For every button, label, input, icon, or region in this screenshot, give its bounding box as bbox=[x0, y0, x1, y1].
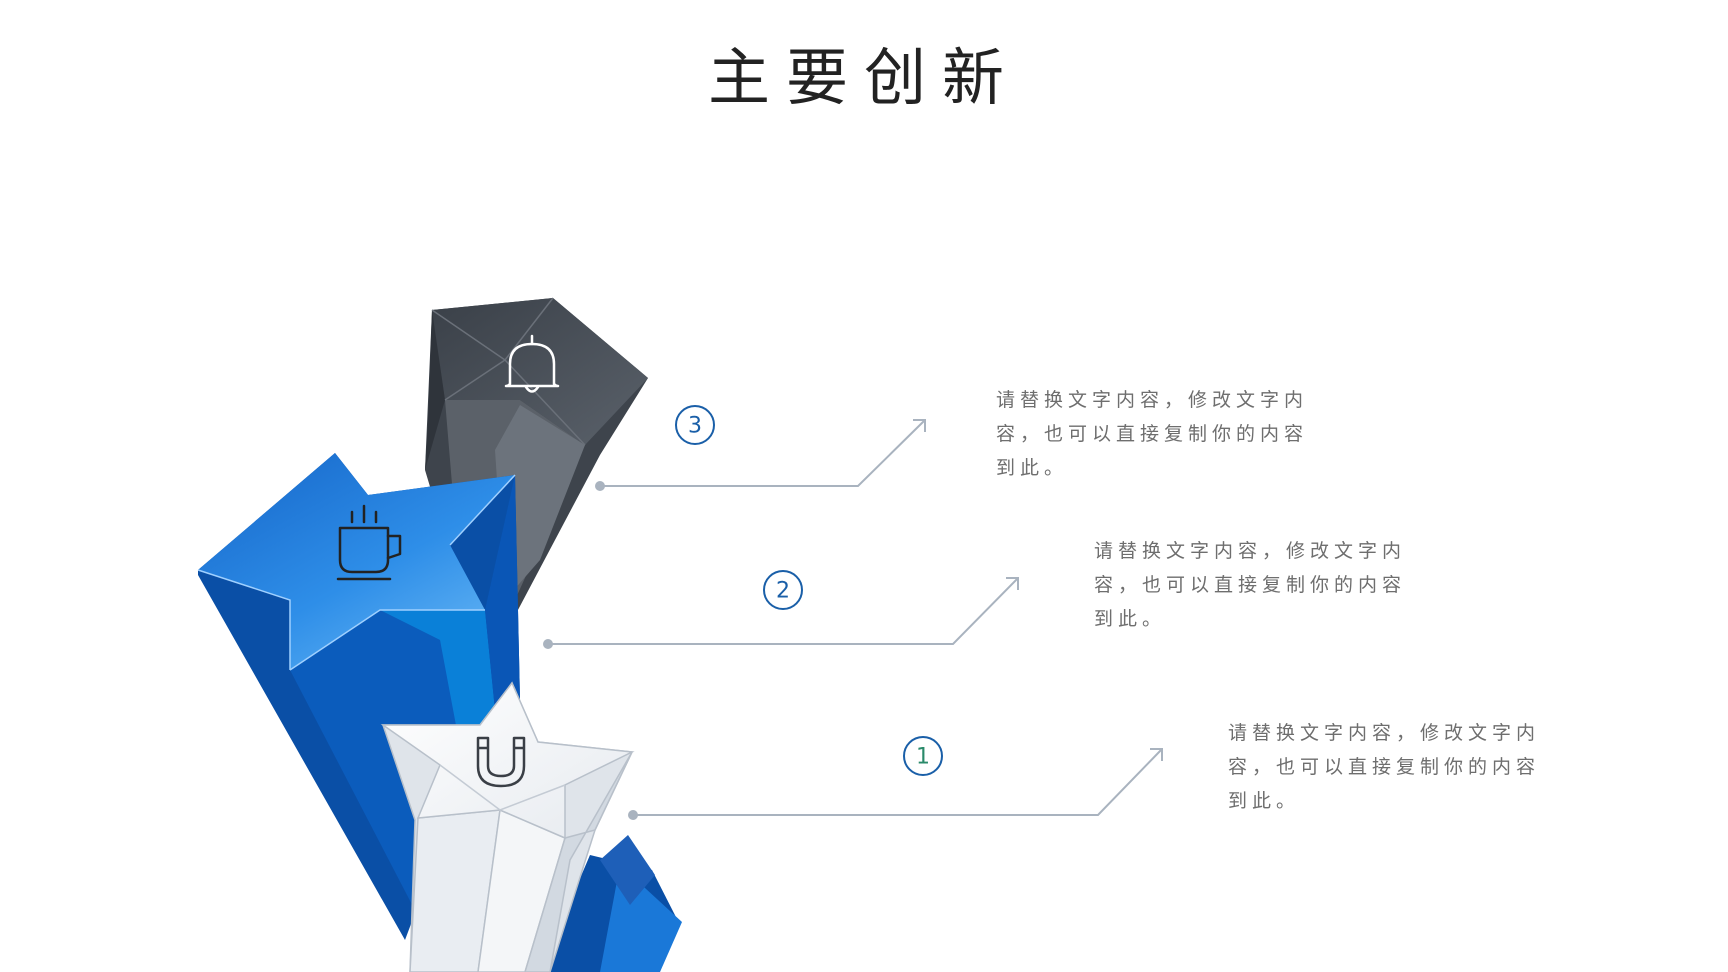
number-badge-1: 1 bbox=[903, 736, 943, 776]
small-blue-star bbox=[540, 835, 682, 972]
page-title: 主要创新 bbox=[707, 41, 1020, 114]
number-badge-2: 2 bbox=[763, 570, 803, 610]
coffee-cup-icon bbox=[336, 504, 402, 581]
magnet-icon bbox=[476, 736, 526, 788]
item-2-description: 请替换文字内容，修改文字内容，也可以直接复制你的内容到此。 bbox=[1094, 540, 1407, 630]
number-2: 2 bbox=[776, 579, 790, 604]
item-1-description: 请替换文字内容，修改文字内容，也可以直接复制你的内容到此。 bbox=[1228, 722, 1541, 812]
connector-1 bbox=[628, 748, 1163, 820]
number-3: 3 bbox=[688, 414, 702, 439]
number-1: 1 bbox=[916, 745, 930, 770]
connector-3 bbox=[595, 419, 926, 491]
number-badge-3: 3 bbox=[675, 405, 715, 445]
connector-2 bbox=[543, 577, 1019, 649]
white-star bbox=[380, 681, 635, 972]
bell-icon bbox=[504, 334, 560, 393]
item-3-description: 请替换文字内容，修改文字内容，也可以直接复制你的内容到此。 bbox=[996, 389, 1309, 479]
